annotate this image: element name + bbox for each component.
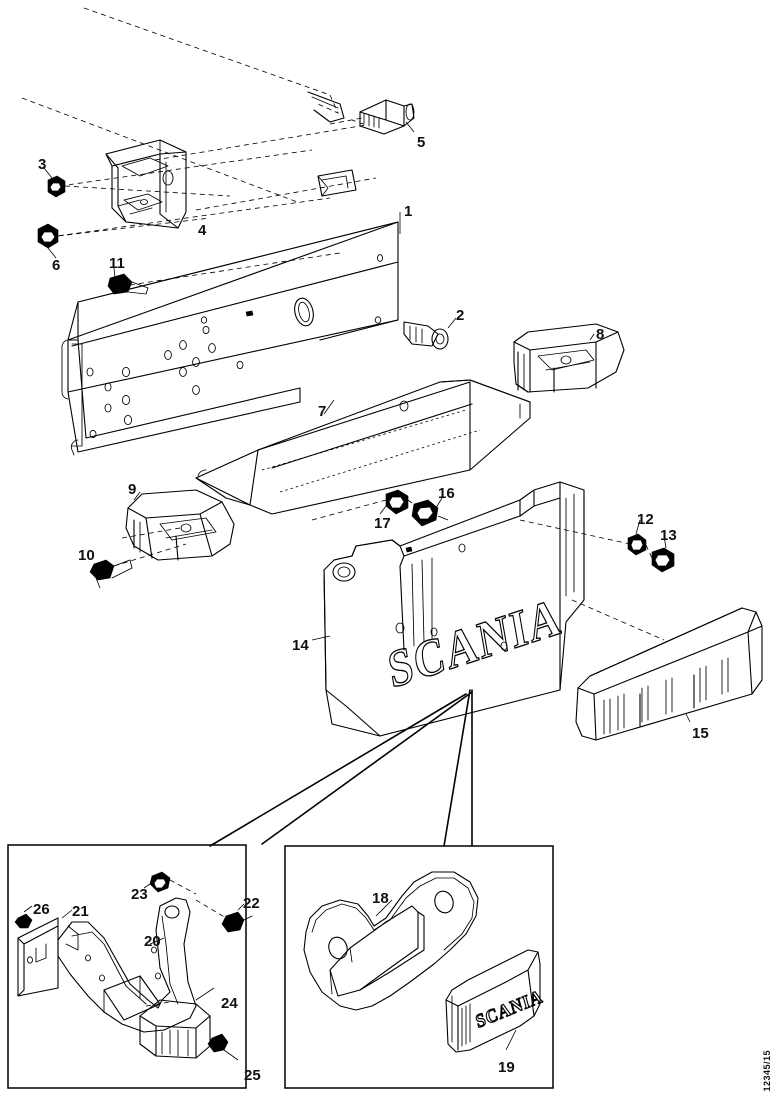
inset-leader-lines — [209, 689, 473, 847]
callout-25: 25 — [244, 1067, 261, 1084]
part-21-flange-plate — [17, 909, 73, 997]
part-9-handle — [121, 489, 235, 561]
callout-17: 17 — [374, 515, 391, 532]
callout-3: 3 — [38, 156, 47, 173]
callout-11: 11 — [109, 255, 125, 272]
callout-7: 7 — [318, 403, 327, 420]
part-26-fastener — [14, 905, 33, 929]
hook-detail-top — [307, 91, 345, 123]
part-10-screw — [89, 543, 187, 589]
callout-12: 12 — [637, 511, 654, 528]
part-18-cast-bracket — [303, 871, 479, 1011]
left-detail-inset-frame — [7, 844, 247, 1089]
part-20-bent-arm — [57, 897, 197, 1033]
callout-19: 19 — [498, 1059, 515, 1076]
part-14-shield-panel: SCANIA — [311, 481, 585, 737]
callout-9: 9 — [128, 481, 137, 498]
assembly-axis-lines — [21, 7, 377, 286]
callout-2: 2 — [456, 307, 465, 324]
part-6-nut — [37, 223, 59, 259]
part-7-beam — [195, 379, 531, 515]
callout-24: 24 — [221, 995, 238, 1012]
callout-15: 15 — [692, 725, 709, 742]
part-11-fastener — [107, 267, 149, 295]
part-23-fastener — [143, 871, 197, 895]
callout-16: 16 — [438, 485, 455, 502]
part-2-bolt — [403, 317, 457, 350]
triangle-bracket-detail — [317, 169, 357, 197]
part-8-handle-bracket — [513, 323, 625, 393]
callout-1: 1 — [404, 203, 413, 220]
part-1-main-plate — [61, 212, 401, 456]
callout-13: 13 — [660, 527, 677, 544]
callout-5: 5 — [417, 134, 426, 151]
svg-text:SCANIA: SCANIA — [473, 985, 545, 1032]
part-25-fastener — [207, 1033, 239, 1061]
callout-6: 6 — [52, 257, 61, 274]
callout-26: 26 — [33, 901, 50, 918]
callout-14: 14 — [292, 637, 309, 654]
part-22-fastener — [195, 899, 253, 933]
part-13-nut — [651, 535, 675, 573]
part-3-nut — [43, 167, 66, 198]
callout-10: 10 — [78, 547, 95, 564]
part-19-pad: SCANIA — [445, 949, 546, 1053]
scania-wordmark-on-panel: SCANIA — [384, 587, 567, 701]
right-inset-contents: SCANIA — [303, 871, 546, 1053]
callout-20: 20 — [144, 933, 161, 950]
callout-23: 23 — [131, 886, 148, 903]
part-4-u-bracket — [105, 139, 187, 229]
part-16-washer — [411, 497, 449, 527]
plate-hole-cluster — [86, 316, 244, 439]
right-detail-inset-frame — [284, 845, 554, 1089]
callout-4: 4 — [198, 222, 207, 239]
drawing-reference-code: 12345/15 — [762, 1050, 772, 1092]
callout-8: 8 — [596, 326, 605, 343]
part-5-bolt — [329, 99, 415, 135]
svg-text:SCANIA: SCANIA — [384, 587, 566, 699]
callout-18: 18 — [372, 890, 389, 907]
part-12-washer — [627, 519, 647, 556]
part-15-block — [571, 599, 763, 741]
part-17-washer — [379, 489, 409, 515]
callout-21: 21 — [72, 903, 89, 920]
callout-22: 22 — [243, 895, 260, 912]
left-inset-contents — [14, 871, 253, 1061]
part-24-block — [139, 987, 215, 1059]
